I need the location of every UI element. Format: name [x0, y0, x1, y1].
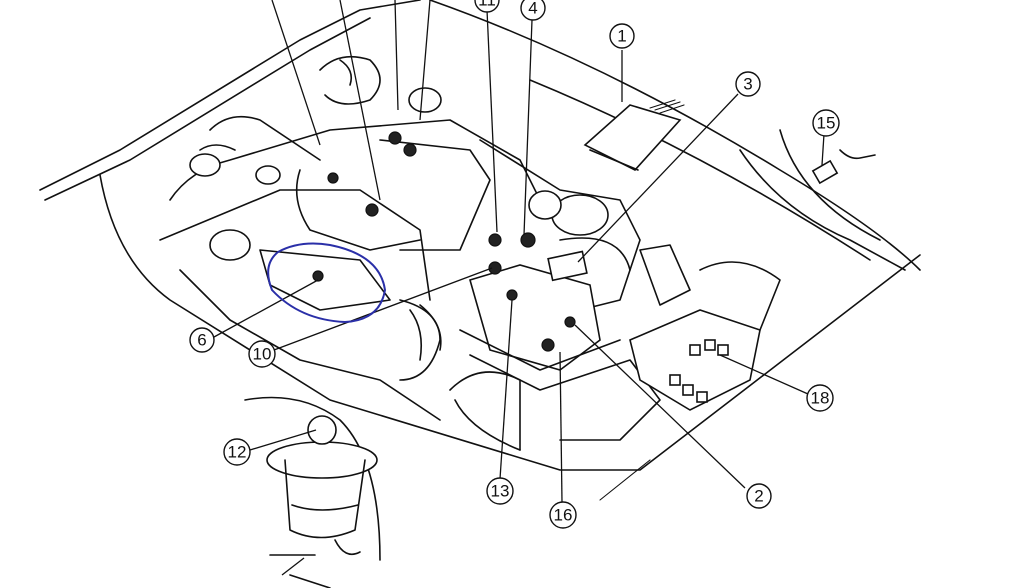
callout-10: 10 — [248, 340, 276, 368]
center-housing — [449, 264, 661, 451]
svg-text:16: 16 — [554, 506, 573, 525]
svg-text:11: 11 — [478, 0, 496, 10]
sensor-parts — [312, 131, 876, 352]
engine-block — [159, 55, 541, 421]
connector-3 — [547, 250, 588, 282]
svg-text:1: 1 — [617, 27, 626, 46]
relay-box — [629, 261, 781, 411]
vehicle-body-outline — [39, 0, 921, 501]
leader-lines — [213, 0, 825, 576]
callout-12: 12 — [223, 438, 251, 466]
callout-15: 15 — [812, 109, 840, 137]
svg-text:3: 3 — [743, 75, 752, 94]
svg-text:6: 6 — [197, 331, 206, 350]
callout-11: 11 — [474, 0, 500, 13]
callout-16: 16 — [549, 501, 577, 529]
fuel-pump-assembly — [244, 396, 381, 588]
svg-text:18: 18 — [811, 389, 830, 408]
svg-text:12: 12 — [228, 443, 247, 462]
callout-13: 13 — [486, 477, 514, 505]
svg-text:15: 15 — [817, 114, 836, 133]
callout-4: 4 — [520, 0, 546, 21]
svg-text:2: 2 — [754, 487, 763, 506]
highlight-circle — [267, 242, 387, 324]
callout-18: 18 — [806, 384, 834, 412]
ecu-module — [583, 99, 685, 171]
svg-text:13: 13 — [491, 482, 510, 501]
callout-2: 2 — [746, 483, 772, 509]
svg-text:4: 4 — [528, 0, 537, 18]
callout-3: 3 — [735, 71, 761, 97]
callout-1: 1 — [609, 23, 635, 49]
svg-text:10: 10 — [253, 345, 272, 364]
callout-6: 6 — [189, 327, 215, 353]
